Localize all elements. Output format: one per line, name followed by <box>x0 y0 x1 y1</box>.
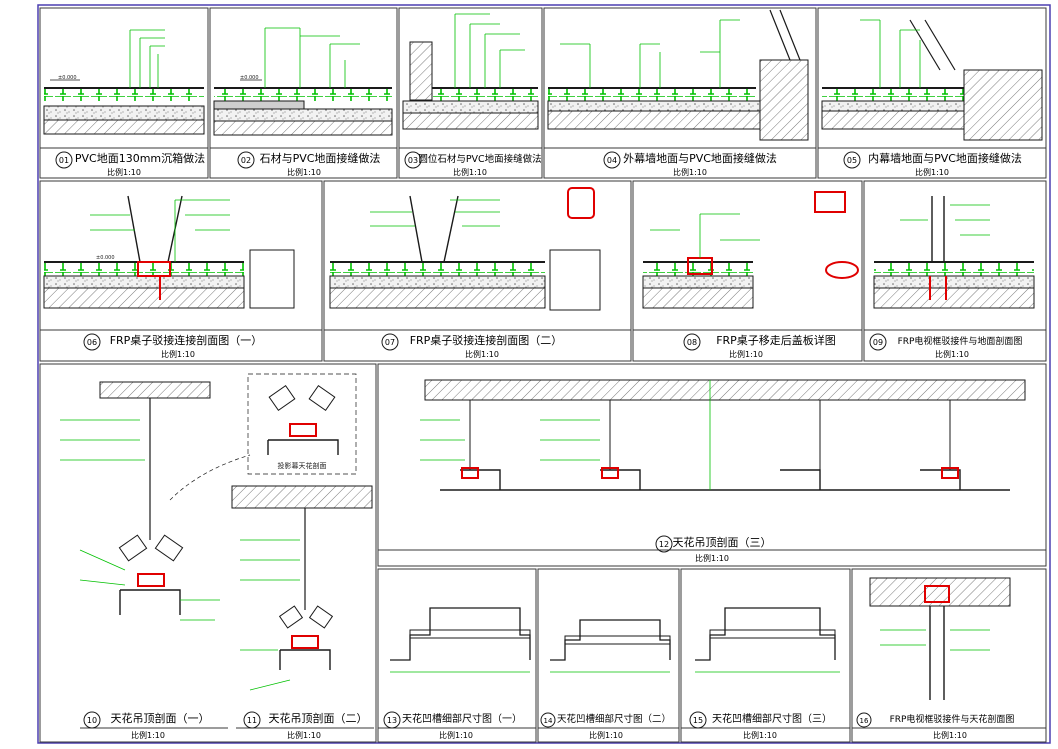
panel-title: 圆位石材与PVC地面接缝做法 <box>418 153 541 165</box>
title-14: 14 天花凹槽细部尺寸图（二） 比例1:10 <box>538 712 679 740</box>
panel-scale: 比例1:10 <box>673 167 707 177</box>
title-04: 04 外幕墙地面与PVC地面接缝做法 比例1:10 <box>544 147 816 177</box>
ceiling-section-10 <box>60 381 251 621</box>
title-10: 10 天花吊顶剖面（一） 比例1:10 <box>80 711 228 740</box>
panel-scale: 比例1:10 <box>287 730 321 740</box>
title-08: 08 FRP桌子移走后盖板详图 比例1:10 <box>633 329 862 359</box>
frp-section-06 <box>43 195 295 309</box>
panel-title: 外幕墙地面与PVC地面接缝做法 <box>623 151 777 165</box>
title-12: 12 天花吊顶剖面（三） 比例1:10 <box>378 535 1046 563</box>
panel-title: PVC地面130mm沉箱做法 <box>75 151 205 165</box>
panel-scale: 比例1:10 <box>453 167 487 177</box>
frp-section-08 <box>642 191 859 309</box>
panel-id: 15 <box>693 716 703 725</box>
ceiling-section-12 <box>420 379 1026 491</box>
sheet-border <box>37 4 1051 744</box>
panel-scale: 比例1:10 <box>465 349 499 359</box>
groove-detail-14 <box>550 619 671 673</box>
panel-title: 天花吊顶剖面（二） <box>269 711 368 725</box>
floor-section-03 <box>402 13 539 130</box>
row-3 <box>39 363 1047 743</box>
elevation-mark-2: ±0.000 <box>240 75 259 81</box>
ceiling-section-11 <box>231 485 373 691</box>
frp-section-07 <box>329 187 601 311</box>
panel-id: 12 <box>659 540 669 549</box>
projector-screen-callout: 投影幕天花剖面 <box>278 461 327 470</box>
panel-scale: 比例1:10 <box>287 167 321 177</box>
title-01: 01 PVC地面130mm沉箱做法 比例1:10 <box>40 147 208 177</box>
panel-scale: 比例1:10 <box>915 167 949 177</box>
panel-scale: 比例1:10 <box>589 730 623 740</box>
panel-title: 天花凹槽细部尺寸图（二） <box>557 713 671 725</box>
panel-title: FRP桌子驳接连接剖面图（一） <box>110 333 263 347</box>
panel-title: FRP桌子移走后盖板详图 <box>716 333 836 347</box>
panel-id: 06 <box>87 338 97 347</box>
panel-id: 07 <box>385 338 395 347</box>
panel-id: 11 <box>247 716 257 725</box>
panel-id: 13 <box>387 716 397 725</box>
panel-title: 天花凹槽细部尺寸图（三） <box>712 712 832 725</box>
panel-scale: 比例1:10 <box>439 730 473 740</box>
panel-title: 天花凹槽细部尺寸图（一） <box>402 712 522 725</box>
title-13: 13 天花凹槽细部尺寸图（一） 比例1:10 <box>378 711 536 740</box>
ceiling-section-10b: 投影幕天花剖面 <box>247 373 357 475</box>
frp-section-09 <box>873 196 1035 309</box>
panel-scale: 比例1:10 <box>729 349 763 359</box>
panel-id: 05 <box>847 156 857 165</box>
title-05: 05 内幕墙地面与PVC地面接缝做法 比例1:10 <box>818 147 1046 177</box>
title-06: 06 FRP桌子驳接连接剖面图（一） 比例1:10 <box>40 329 322 359</box>
panel-title: 天花吊顶剖面（一） <box>111 711 210 725</box>
floor-section-05 <box>821 19 1043 141</box>
title-07: 07 FRP桌子驳接连接剖面图（二） 比例1:10 <box>324 329 631 359</box>
panel-scale: 比例1:10 <box>161 349 195 359</box>
panel-id: 03 <box>408 156 418 165</box>
panel-id: 10 <box>87 716 97 725</box>
panel-id: 16 <box>860 717 869 725</box>
panel-scale: 比例1:10 <box>933 730 967 740</box>
title-15: 15 天花凹槽细部尺寸图（三） 比例1:10 <box>681 711 850 740</box>
panel-title: FRP桌子驳接连接剖面图（二） <box>410 333 563 347</box>
floor-section-02 <box>213 27 393 136</box>
elevation-mark-3: ±0.000 <box>96 255 115 261</box>
panel-id: 04 <box>607 156 617 165</box>
panel-title: FRP电视框驳接件与天花剖面图 <box>890 713 1015 725</box>
panel-scale: 比例1:10 <box>935 349 969 359</box>
panel-scale: 比例1:10 <box>695 553 729 563</box>
panel-scale: 比例1:10 <box>107 167 141 177</box>
panel-title: 天花吊顶剖面（三） <box>673 535 772 549</box>
panel-scale: 比例1:10 <box>743 730 777 740</box>
title-09: 09 FRP电视框驳接件与地面剖面图 比例1:10 <box>864 329 1046 359</box>
panel-title: FRP电视框驳接件与地面剖面图 <box>898 335 1023 347</box>
title-16: 16 FRP电视框驳接件与天花剖面图 比例1:10 <box>852 712 1046 740</box>
panel-id: 14 <box>544 717 553 725</box>
frp-ceiling-section-16 <box>869 577 1011 700</box>
title-03: 03 圆位石材与PVC地面接缝做法 比例1:10 <box>399 147 542 177</box>
floor-section-01 <box>43 29 205 135</box>
panel-id: 09 <box>873 338 883 347</box>
title-11: 11 天花吊顶剖面（二） 比例1:10 <box>236 711 374 740</box>
panel-title: 内幕墙地面与PVC地面接缝做法 <box>868 151 1022 165</box>
row-2 <box>39 180 1047 362</box>
groove-detail-15 <box>695 607 840 673</box>
panel-id: 01 <box>59 156 69 165</box>
groove-detail-13 <box>390 607 531 673</box>
row-1 <box>39 7 1047 179</box>
panel-id: 08 <box>687 338 697 347</box>
elevation-mark-1: ±0.000 <box>58 75 77 81</box>
panel-id: 02 <box>241 156 251 165</box>
title-02: 02 石材与PVC地面接缝做法 比例1:10 <box>210 147 397 177</box>
floor-section-04 <box>547 9 809 141</box>
panel-title: 石材与PVC地面接缝做法 <box>260 151 381 165</box>
panel-scale: 比例1:10 <box>131 730 165 740</box>
